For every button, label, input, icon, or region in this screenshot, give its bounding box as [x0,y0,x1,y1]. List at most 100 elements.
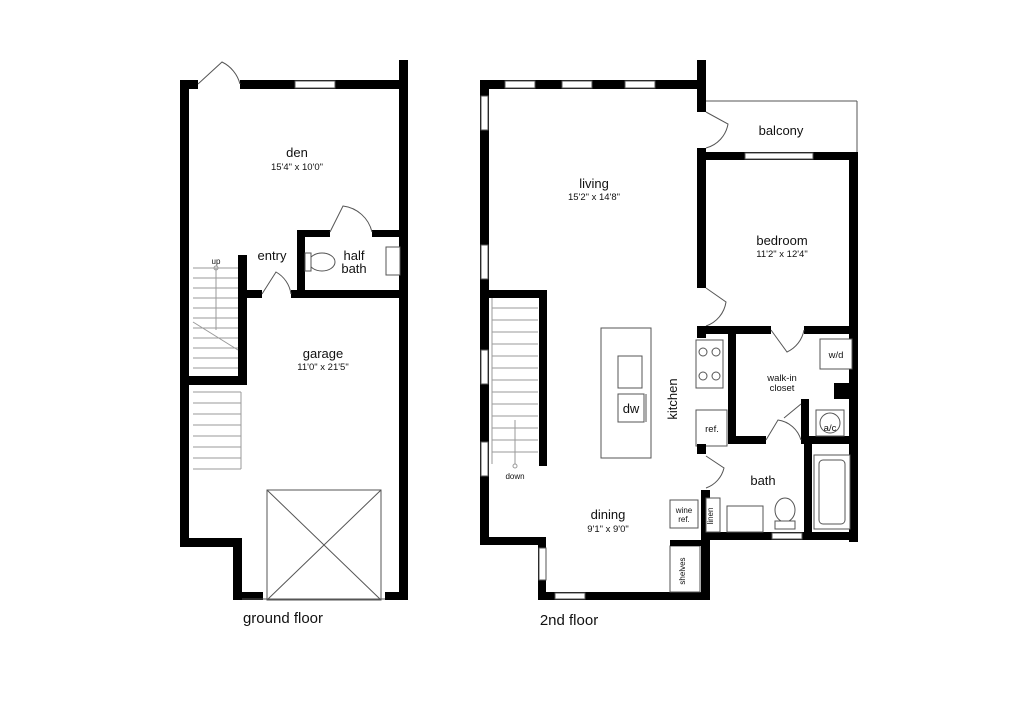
kitchen-island [600,327,652,459]
dining-bottom-window [554,592,586,600]
closet-bottom-wall [736,436,766,444]
ground-bottom-left-stub [233,592,263,600]
ac-left-wall [801,399,809,444]
ground-right-wall [399,60,408,600]
second-left-bottom-wall [480,537,546,545]
wine-ref-label-line2: ref. [678,515,690,524]
second-floor-caption: 2nd floor [540,612,598,629]
ac-bottom-wall [801,436,858,444]
up-stairs-label: up [212,257,221,266]
living-right-wall-upper [697,60,706,112]
ground-bottom-left-pier [233,538,242,600]
half-bath-toilet [308,252,336,272]
stair-wall [238,255,247,385]
living-window-1 [504,80,536,89]
bedroom-bottom-wall-right [804,326,858,334]
tub-wall [804,444,812,540]
kitchen-sink [617,355,643,389]
half-bath-top-wall-right [372,230,408,237]
garage-door [266,489,382,601]
dining-size: 9'1" x 9'0" [587,524,629,535]
ground-left-bottom-wall [180,538,242,547]
ground-floor-plan: den 15'4" x 10'0" entry half bath up gar… [180,60,408,627]
stair-bottom-wall [180,376,247,385]
refrigerator-label: ref. [705,424,719,435]
bedroom-door [705,287,727,327]
bath-left-wall-top [697,444,706,454]
living-left-window-3 [480,349,489,385]
ground-stairs [192,265,239,369]
kitchen-stove [695,339,724,389]
ac-unit [815,409,845,437]
bath-window [771,532,803,540]
den-door [197,61,241,85]
ground-top-wall-left [180,80,198,89]
ground-bottom-right-stub [385,592,408,600]
entry-label: entry [258,248,287,263]
living-size: 15'2" x 14'8" [568,192,620,203]
den-size: 15'4" x 10'0" [271,162,323,173]
bedroom-left-wall [697,160,706,283]
bath-door-top [765,419,802,441]
closet-right-block [834,383,858,399]
kitchen-refrigerator [695,409,728,447]
living-label: living [579,176,609,191]
den-label: den [286,145,308,160]
garage-stairs [193,391,242,470]
ac-label: a/c [824,423,837,434]
shelves-label: shelves [678,557,687,584]
linen-closet [705,497,721,533]
bedroom-label: bedroom [756,233,807,248]
wine-ref-label-line1: wine [675,506,693,515]
wine-refrigerator [669,499,699,529]
half-bath-door [329,205,373,233]
balcony-door [705,111,729,149]
bath-door [705,455,725,489]
kitchen-label: kitchen [665,378,680,419]
living-left-window-1 [480,95,489,131]
bathtub [813,454,851,530]
half-bath-top-wall-left [297,230,330,237]
dining-label: dining [591,507,626,522]
bath-toilet [774,497,796,523]
stair-right-wall [539,290,547,466]
living-left-window-2 [480,244,489,280]
entry-partition [240,290,262,298]
ground-floor-caption: ground floor [243,610,323,627]
bedroom-size: 11'2" x 12'4" [756,249,807,260]
ac-door [783,403,802,419]
bath-label: bath [750,473,775,488]
east-wall [849,152,858,542]
half-bath-label-line2: bath [341,261,366,276]
living-window-2 [561,80,593,89]
living-window-3 [624,80,656,89]
shelves-top-wall [670,540,710,546]
balcony [705,100,858,160]
washer-dryer-label: w/d [828,350,844,361]
bath-sink [726,505,764,533]
second-left-wall [480,80,489,545]
living-left-window-4 [480,441,489,477]
ground-left-wall [180,80,189,547]
dining-left-window [538,547,547,581]
den-garage-partition [291,290,399,298]
washer-dryer [819,338,853,370]
balcony-label: balcony [759,123,804,138]
stair-top-wall [489,290,547,298]
closet-door [770,329,805,353]
half-bath-label-line1: half [344,248,365,263]
closet-label-line1: walk-in [766,373,797,384]
half-bath-sink [385,246,401,276]
kitchen-dishwasher [617,393,645,423]
garage-label: garage [303,346,343,361]
closet-left-wall [728,334,736,444]
second-floor-stairs [491,298,538,469]
second-bottom-wall [538,592,710,600]
second-floor-plan: living 15'2" x 14'8" balcony bedroom 11'… [480,60,858,629]
half-bath-wall [297,230,305,298]
dishwasher-label: dw [623,401,640,416]
bedroom-bottom-wall-left [697,326,771,334]
ground-top-window [294,80,336,89]
entry-door [261,271,292,295]
